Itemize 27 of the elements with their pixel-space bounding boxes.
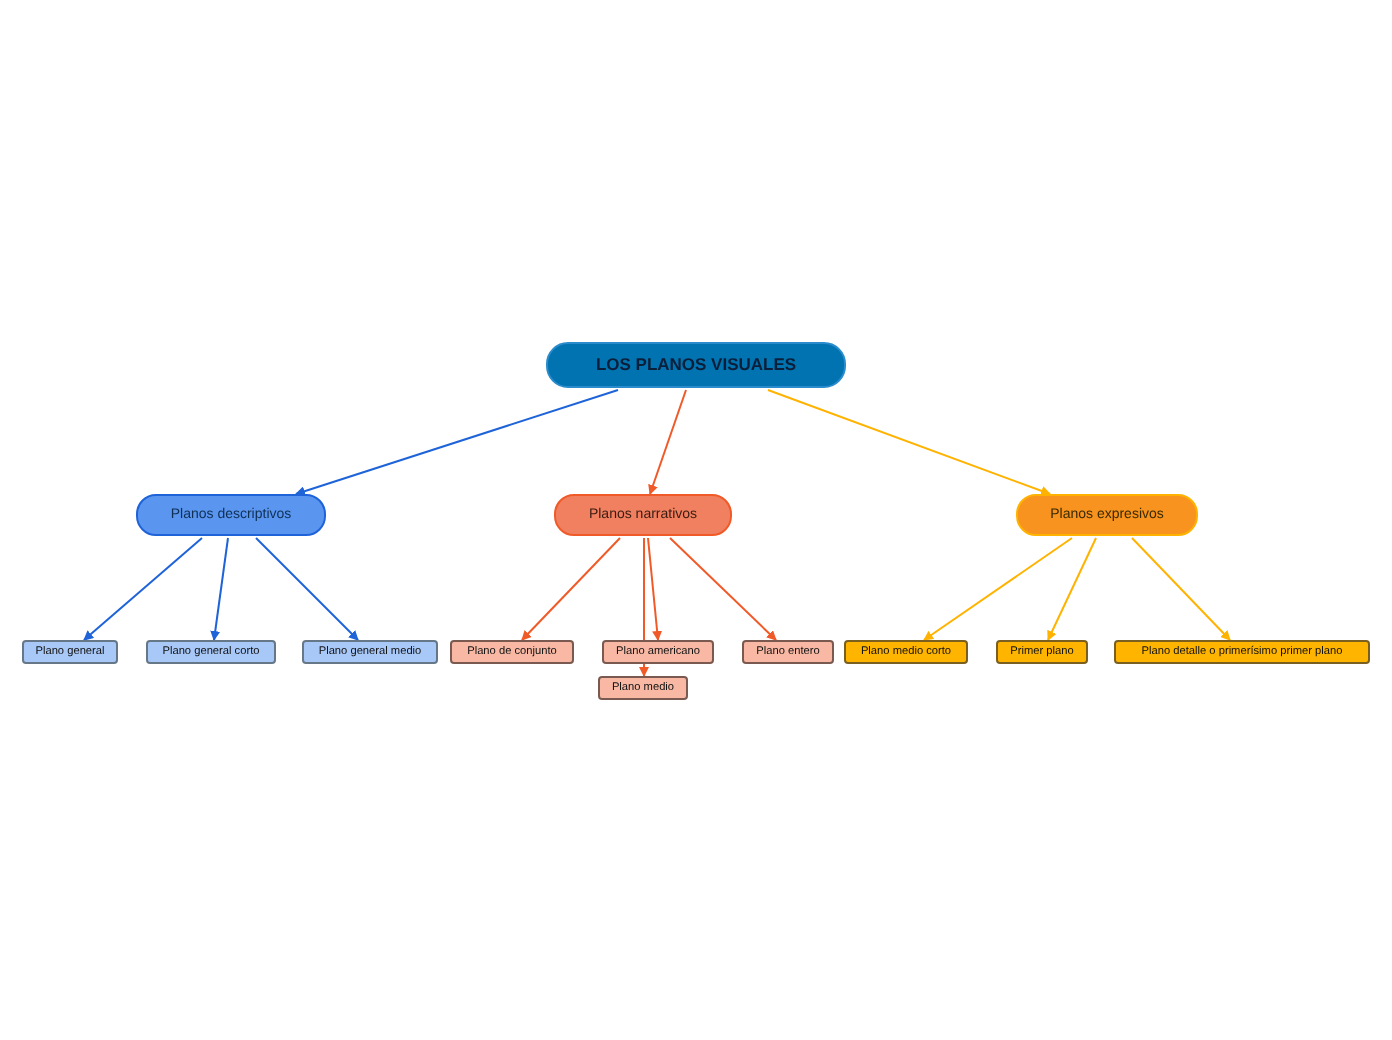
arrow (255, 537, 359, 641)
topic-box (146, 640, 276, 664)
topic-box (450, 640, 574, 664)
node-label: LOS PLANOS VISUALES (595, 355, 797, 375)
arrow (83, 537, 203, 641)
topic-box (598, 676, 688, 700)
arrow (210, 537, 229, 641)
category-box (136, 494, 326, 536)
topic-box (1114, 640, 1370, 664)
topic-box (602, 640, 714, 664)
topic-box (844, 640, 968, 664)
topic-box (22, 640, 118, 664)
topic-box (742, 640, 834, 664)
category-box (1016, 494, 1198, 536)
arrow (669, 537, 777, 641)
arrow (295, 389, 619, 496)
arrow (521, 537, 621, 641)
arrow (923, 537, 1073, 641)
topic-box (302, 640, 438, 664)
topic-box (996, 640, 1088, 664)
arrow (647, 537, 663, 641)
title-box (546, 342, 846, 388)
arrow (767, 389, 1051, 496)
arrow (648, 389, 687, 495)
arrow (1047, 537, 1097, 641)
category-box (554, 494, 732, 536)
arrow (1131, 537, 1231, 641)
